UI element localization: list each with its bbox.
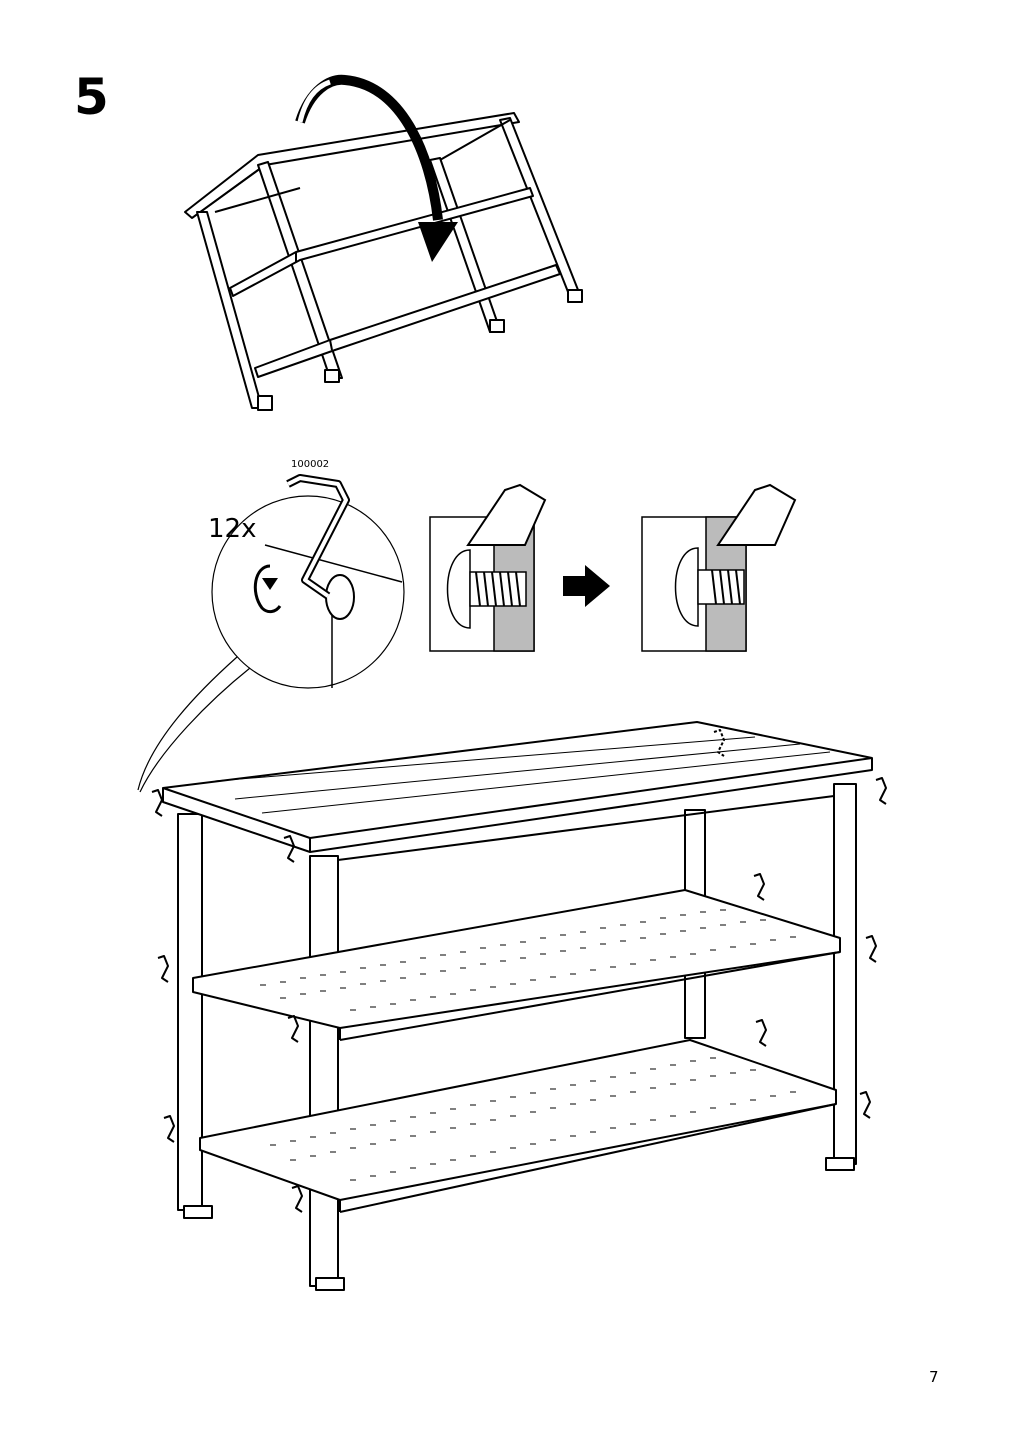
clockwise-rotation-icon <box>253 564 282 614</box>
finger-icon <box>466 483 547 546</box>
detail-magnifier <box>137 474 405 793</box>
screw-panel-loose <box>429 483 547 652</box>
allen-key-icons <box>151 729 887 1213</box>
finger-icon <box>716 483 797 546</box>
screw-panel-tight <box>641 483 797 652</box>
arrow-right-icon <box>563 565 610 607</box>
bench-drawing <box>162 721 873 1291</box>
shelf-perforations <box>260 909 796 1181</box>
flipped-bench-drawing <box>184 112 583 411</box>
page-number: 7 <box>929 1368 939 1386</box>
part-number: 100002 <box>291 459 329 470</box>
rotate-arrow-icon <box>295 74 458 262</box>
quantity-label: 12x <box>208 514 256 544</box>
step-number: 5 <box>74 68 109 126</box>
